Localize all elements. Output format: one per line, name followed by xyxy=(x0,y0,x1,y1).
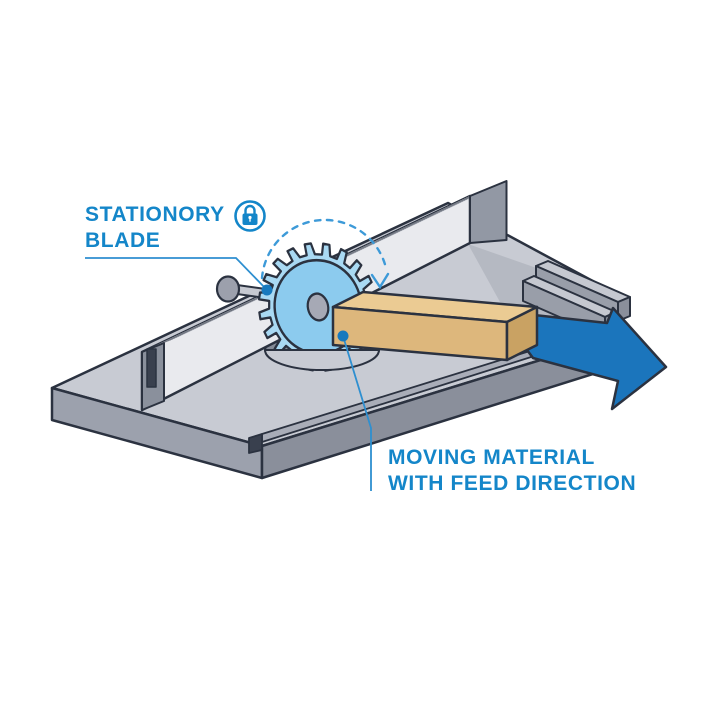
rotation-arrowhead xyxy=(370,272,390,290)
rotation-direction-arc xyxy=(260,218,390,290)
label-moving-material: MOVING MATERIAL WITH FEED DIRECTION xyxy=(388,446,636,495)
label-stationary-blade: STATIONORY BLADE xyxy=(85,203,225,252)
throat-front-rim xyxy=(264,349,380,371)
wood-board xyxy=(331,290,539,362)
moving-material-line2: WITH FEED DIRECTION xyxy=(388,472,636,495)
fence-slot xyxy=(146,348,157,388)
fence-end-cap-right xyxy=(469,180,508,244)
board-end-face xyxy=(505,305,539,362)
leader-dot-blade xyxy=(261,284,273,296)
lock-circle xyxy=(234,200,266,232)
leader-dot-material xyxy=(337,330,349,342)
arbor-head xyxy=(215,275,241,303)
leader-line-material xyxy=(342,335,372,491)
feed-arrow xyxy=(496,306,668,411)
stationary-blade-line2: BLADE xyxy=(85,229,160,252)
side-rail xyxy=(522,260,631,338)
lock-keyhole xyxy=(248,215,252,220)
lock-icon xyxy=(234,200,266,232)
leader-line-blade xyxy=(85,257,268,291)
lock-keyhole-slot xyxy=(249,218,251,222)
miter-slot-notch xyxy=(248,433,263,454)
rotation-arc-dashed xyxy=(260,218,388,280)
leader-lines xyxy=(85,257,372,491)
blade-hub xyxy=(306,292,330,322)
moving-material-line1: MOVING MATERIAL xyxy=(388,446,595,469)
lock-shackle xyxy=(244,204,256,214)
stationary-blade-line1: STATIONORY xyxy=(85,203,225,226)
